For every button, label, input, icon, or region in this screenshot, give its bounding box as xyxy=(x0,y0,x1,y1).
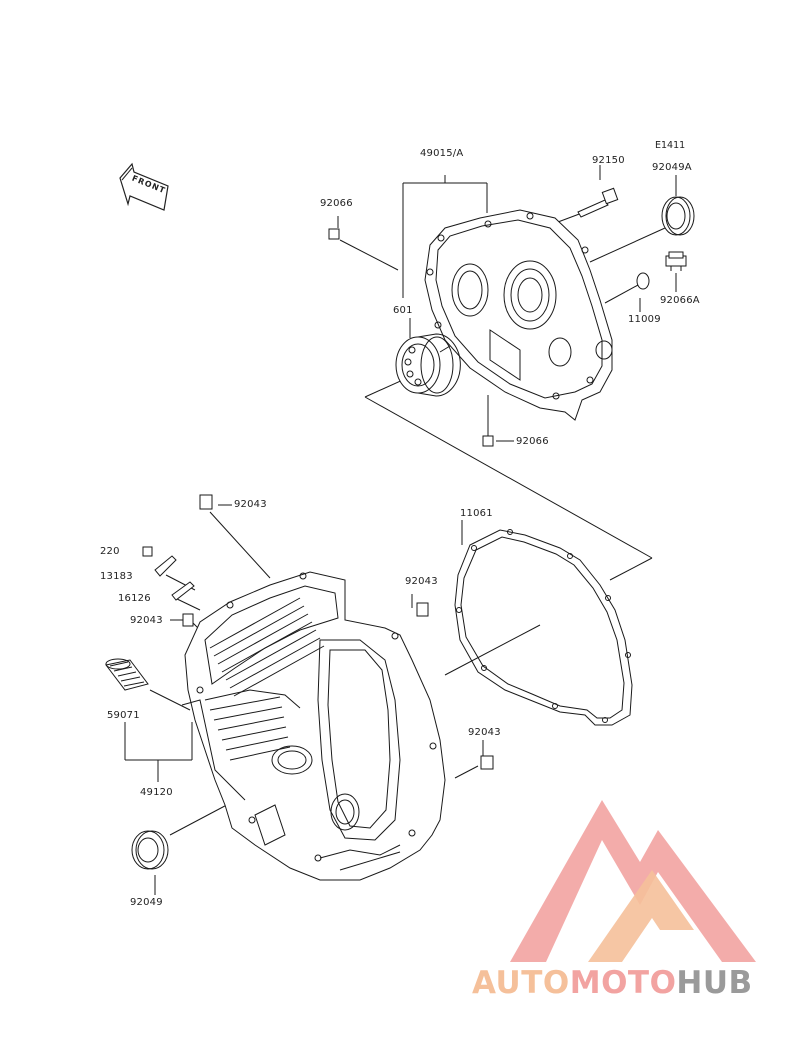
label-92066-bottom: 92066 xyxy=(516,436,549,447)
screw-220 xyxy=(142,546,153,557)
oil-seal-92049a xyxy=(661,196,695,236)
o-ring-11009 xyxy=(636,272,650,290)
watermark-hub: HUB xyxy=(676,965,753,1001)
plug-92066-bottom xyxy=(482,435,494,447)
crankcase-main xyxy=(184,571,446,881)
bolt-92150 xyxy=(577,187,619,218)
part-16126 xyxy=(171,581,195,601)
label-92043-c: 92043 xyxy=(130,615,163,626)
label-92150: 92150 xyxy=(592,155,625,166)
label-92043-d: 92043 xyxy=(468,727,501,738)
plug-92066-top xyxy=(328,228,340,240)
oil-seal-92049 xyxy=(131,830,169,870)
front-arrow-icon xyxy=(119,162,169,211)
label-49015a: 49015/A xyxy=(420,148,464,159)
breather-tube xyxy=(181,699,246,801)
watermark-auto: AUTO xyxy=(472,965,570,1001)
watermark-text: AUTOMOTOHUB xyxy=(472,965,753,1001)
reference-code: E1411 xyxy=(655,140,686,151)
clip-13183 xyxy=(154,555,177,577)
label-92066-top: 92066 xyxy=(320,198,353,209)
label-59071: 59071 xyxy=(107,710,140,721)
dowel-pins xyxy=(182,494,494,770)
label-11009: 11009 xyxy=(628,314,661,325)
plug-92066a xyxy=(665,251,687,271)
crankcase-cover xyxy=(424,209,613,421)
label-601: 601 xyxy=(393,305,413,316)
label-13183: 13183 xyxy=(100,571,133,582)
bearing-601 xyxy=(395,333,461,397)
label-92066a: 92066A xyxy=(660,295,700,306)
label-16126: 16126 xyxy=(118,593,151,604)
label-92049: 92049 xyxy=(130,897,163,908)
label-220: 220 xyxy=(100,546,120,557)
label-11061: 11061 xyxy=(460,508,493,519)
spring-59071 xyxy=(105,658,149,691)
label-92043-b: 92043 xyxy=(405,576,438,587)
label-49120: 49120 xyxy=(140,787,173,798)
gasket-11061 xyxy=(454,529,633,726)
label-92043-a: 92043 xyxy=(234,499,267,510)
watermark-logo-icon xyxy=(510,800,756,962)
watermark-moto: MOTO xyxy=(569,965,677,1001)
label-92049a: 92049A xyxy=(652,162,692,173)
